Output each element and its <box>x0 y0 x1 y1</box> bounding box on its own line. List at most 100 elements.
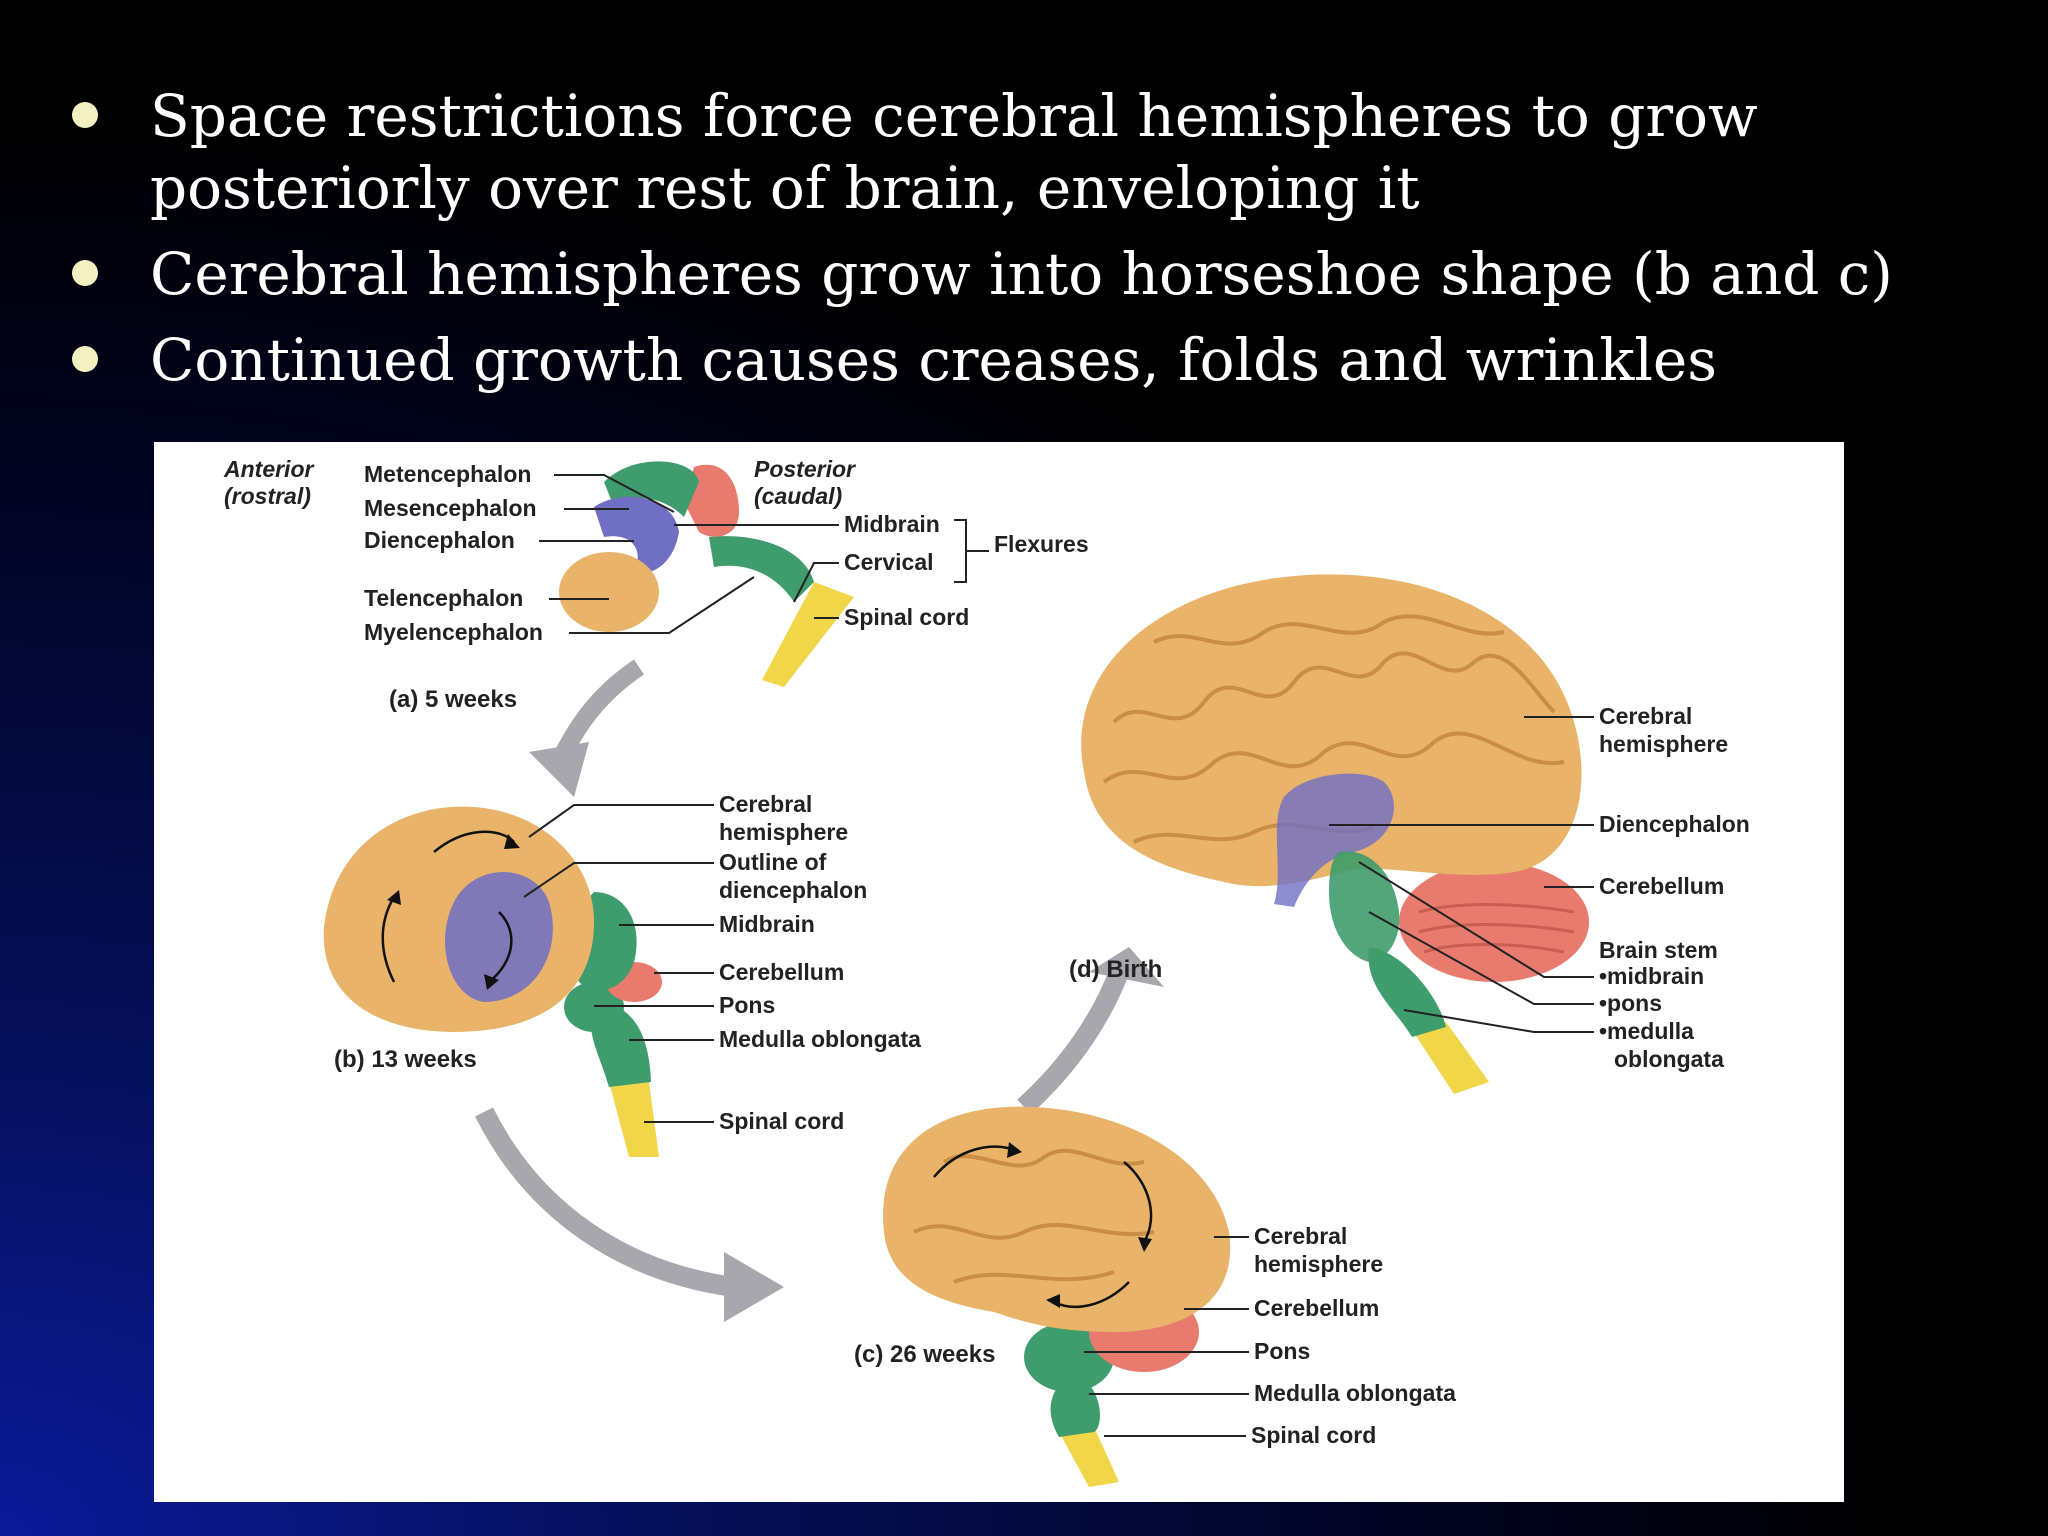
diencephalon-outline-b <box>445 872 553 1002</box>
label-spinal-cord-c: Spinal cord <box>1251 1422 1376 1448</box>
label-cerebral-c-2: hemisphere <box>1254 1251 1383 1277</box>
label-telencephalon: Telencephalon <box>364 585 523 611</box>
label-pons-c: Pons <box>1254 1338 1310 1364</box>
leader-medulla-d <box>1403 1009 1594 1033</box>
leader-outline-b <box>523 862 714 898</box>
bullet-list: Space restrictions force cerebral hemisp… <box>70 80 2010 410</box>
bullet-dot <box>72 102 98 128</box>
growth-arrow-c3-head <box>1046 1294 1060 1308</box>
growth-arrow-b2 <box>381 896 396 983</box>
brain-26-weeks <box>883 1106 1231 1487</box>
bullet-text: Continued growth causes creases, folds a… <box>150 326 1717 394</box>
brain-13-weeks <box>323 806 662 1157</box>
arrow-a-to-b-head <box>529 742 589 797</box>
spinal-cord-d <box>1412 1022 1489 1094</box>
leader-midbrain-d <box>1358 861 1594 978</box>
growth-arrow-c2 <box>1123 1161 1153 1243</box>
growth-arrow-c3 <box>1053 1281 1130 1309</box>
label-midbrain-flexure: Midbrain <box>844 511 940 537</box>
spinal-cord-b <box>609 1082 659 1157</box>
flexures-bracket <box>954 519 989 583</box>
label-medulla-d-1: •medulla <box>1599 1018 1694 1044</box>
diencephalon-d <box>1274 773 1394 907</box>
label-spinal-cord-a: Spinal cord <box>844 604 969 630</box>
arrow-b-to-c <box>475 1107 736 1297</box>
cerebral-hemisphere-d <box>1081 574 1582 887</box>
label-outline-b-1: Outline of <box>719 849 827 875</box>
label-metencephalon: Metencephalon <box>364 461 531 487</box>
arrow-b-to-c-head <box>724 1252 784 1322</box>
label-rostral: (rostral) <box>224 483 311 509</box>
label-outline-b-2: diencephalon <box>719 877 867 903</box>
caption-26-weeks: (c) 26 weeks <box>854 1341 995 1368</box>
label-diencephalon: Diencephalon <box>364 527 515 553</box>
leader-cerebral-b <box>528 804 714 838</box>
label-posterior: Posterior <box>754 456 856 482</box>
label-diencephalon-d: Diencephalon <box>1599 811 1750 837</box>
gyri-d1 <box>1112 651 1556 724</box>
label-cerebellum-c: Cerebellum <box>1254 1295 1379 1321</box>
label-cerebral-c-1: Cerebral <box>1254 1223 1347 1249</box>
caption-birth: (d) Birth <box>1069 956 1162 983</box>
leader-metencephalon <box>554 474 675 513</box>
bullet-text: Cerebral hemispheres grow into horseshoe… <box>150 240 1893 308</box>
bullet-item: Continued growth causes creases, folds a… <box>70 324 2010 396</box>
label-mesencephalon: Mesencephalon <box>364 495 537 521</box>
label-brain-stem-d: Brain stem <box>1599 937 1718 963</box>
label-pons-d: •pons <box>1599 990 1662 1016</box>
telencephalon-a <box>559 552 659 632</box>
spinal-cord-c <box>1059 1427 1119 1487</box>
label-medulla-d-2: oblongata <box>1614 1046 1724 1072</box>
label-pons-b: Pons <box>719 992 775 1018</box>
label-medulla-c: Medulla oblongata <box>1254 1380 1456 1406</box>
label-anterior: Anterior <box>223 456 315 482</box>
brainstem-d <box>1329 851 1400 962</box>
brain-development-figure: Anterior (rostral) Posterior (caudal) Me… <box>154 442 1844 1502</box>
sulcus-c3 <box>953 1270 1115 1284</box>
sulcus-c2 <box>913 1223 1155 1240</box>
mesencephalon-a <box>594 496 679 573</box>
growth-arrow-b3 <box>488 911 513 983</box>
leader-pons-d <box>1368 911 1594 1005</box>
bullet-item: Space restrictions force cerebral hemisp… <box>70 80 2010 224</box>
caption-13-weeks: (b) 13 weeks <box>334 1046 477 1073</box>
sulcus-c1 <box>942 1148 1145 1168</box>
growth-arrow-b2-head <box>387 890 401 905</box>
label-myelencephalon: Myelencephalon <box>364 619 543 645</box>
growth-arrow-b1-head <box>504 834 520 849</box>
arrow-c-to-d-head <box>1089 947 1164 987</box>
label-flexures: Flexures <box>994 531 1089 557</box>
growth-arrow-c1 <box>933 1145 1015 1178</box>
embryo-5-weeks <box>559 461 854 687</box>
label-midbrain-d: •midbrain <box>1599 963 1704 989</box>
brain-development-diagram: Anterior (rostral) Posterior (caudal) Me… <box>223 456 1750 1487</box>
leader-cervical-flexure <box>793 562 839 603</box>
label-medulla-b: Medulla oblongata <box>719 1026 921 1052</box>
gyri-d2 <box>1102 731 1565 784</box>
growth-arrow-c2-head <box>1138 1237 1152 1252</box>
gyri-d3 <box>1153 614 1505 646</box>
label-cervical-flexure: Cervical <box>844 549 934 575</box>
bullet-dot <box>72 346 98 372</box>
label-cerebellum-b: Cerebellum <box>719 959 844 985</box>
label-cerebellum-d: Cerebellum <box>1599 873 1724 899</box>
bullet-item: Cerebral hemispheres grow into horseshoe… <box>70 238 2010 310</box>
arrow-c-to-d <box>1017 968 1129 1115</box>
label-midbrain-b: Midbrain <box>719 911 815 937</box>
leader-myelencephalon <box>569 576 755 634</box>
growth-arrow-b3-head <box>484 974 499 990</box>
cerebellum-d <box>1399 862 1589 982</box>
brainstem-a <box>709 536 814 602</box>
label-cerebral-d-1: Cerebral <box>1599 703 1692 729</box>
spinal-cord-a <box>762 582 854 687</box>
label-cerebral-b-2: hemisphere <box>719 819 848 845</box>
label-cerebral-d-2: hemisphere <box>1599 731 1728 757</box>
label-cerebral-b-1: Cerebral <box>719 791 812 817</box>
brain-birth <box>1081 574 1589 1094</box>
label-caudal: (caudal) <box>754 483 842 509</box>
metencephalon-a <box>604 461 699 517</box>
label-spinal-cord-b: Spinal cord <box>719 1108 844 1134</box>
bullet-dot <box>72 260 98 286</box>
caption-5-weeks: (a) 5 weeks <box>389 686 517 713</box>
growth-arrow-c1-head <box>1007 1142 1022 1158</box>
